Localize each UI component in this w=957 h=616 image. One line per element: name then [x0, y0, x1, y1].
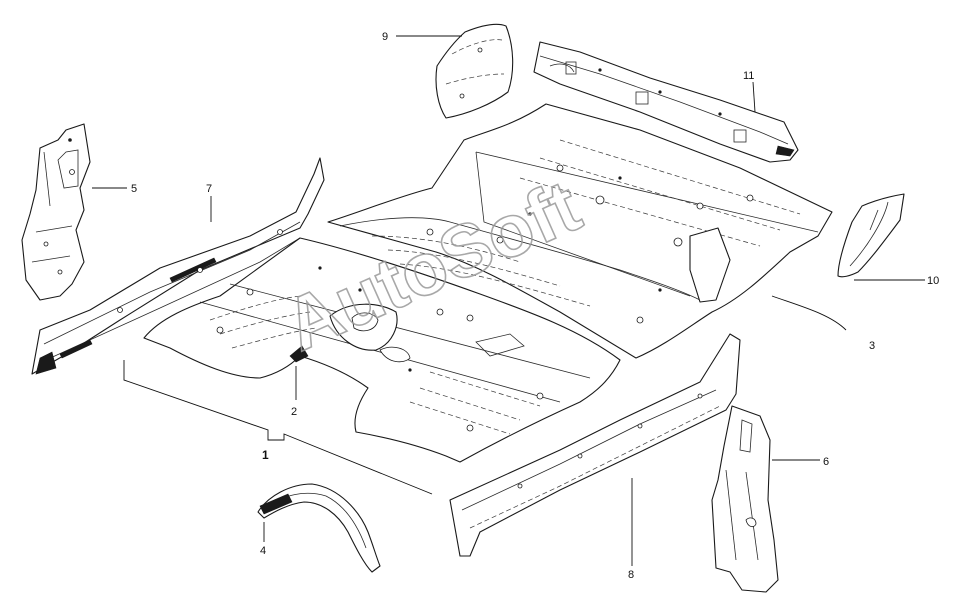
part-3-rear-floor[interactable]	[327, 103, 833, 359]
callout-11[interactable]: 11	[743, 70, 754, 82]
part-1-front-floor[interactable]	[143, 237, 621, 463]
callout-7[interactable]: 7	[206, 183, 212, 195]
callout-4[interactable]: 4	[260, 545, 266, 557]
part-11-crossmember[interactable]	[533, 41, 799, 163]
part-5-left-panel[interactable]	[21, 123, 91, 301]
callout-5[interactable]: 5	[131, 183, 137, 195]
callout-8[interactable]: 8	[628, 569, 634, 581]
callout-2[interactable]: 2	[291, 406, 297, 418]
callout-10[interactable]: 10	[927, 275, 939, 287]
callout-6[interactable]: 6	[823, 456, 829, 468]
part-6-pillar[interactable]	[711, 405, 779, 593]
part-9-panel[interactable]	[435, 23, 514, 119]
part-8-side-member[interactable]	[449, 333, 741, 557]
callout-labels: 9 11 5 7 10 3 2 1 6 8 4	[131, 31, 939, 581]
part-7-sill[interactable]	[31, 157, 325, 375]
part-10-corner-piece[interactable]	[837, 193, 905, 278]
callout-1[interactable]: 1	[262, 448, 269, 462]
part-4-wheel-arch[interactable]	[257, 483, 381, 573]
leader-lines	[92, 35, 925, 566]
callout-9[interactable]: 9	[382, 31, 388, 43]
callout-3[interactable]: 3	[869, 340, 875, 352]
